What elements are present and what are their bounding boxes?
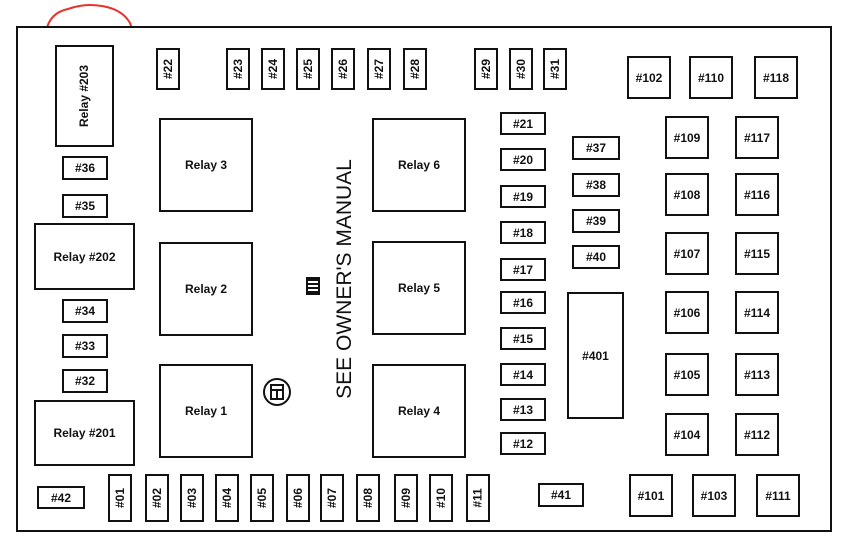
relay-401[interactable]: #401: [567, 292, 624, 419]
fuse-13[interactable]: #13: [500, 398, 546, 421]
relay-1[interactable]: Relay 1: [159, 364, 253, 458]
fuse-18[interactable]: #18: [500, 221, 546, 244]
fuse-06[interactable]: #06: [286, 474, 310, 522]
fuse-37[interactable]: #37: [572, 136, 620, 160]
fuse-105[interactable]: #105: [665, 353, 709, 396]
fuse-02[interactable]: #02: [145, 474, 169, 522]
fuse-102[interactable]: #102: [627, 56, 671, 99]
fuse-39[interactable]: #39: [572, 209, 620, 233]
fuse-103[interactable]: #103: [692, 474, 736, 517]
relay-202[interactable]: Relay #202: [34, 223, 135, 290]
fuse-16[interactable]: #16: [500, 291, 546, 314]
fuse-116[interactable]: #116: [735, 173, 779, 216]
fuse-12[interactable]: #12: [500, 432, 546, 455]
fuse-113[interactable]: #113: [735, 353, 779, 396]
fuse-04[interactable]: #04: [215, 474, 239, 522]
fuse-24[interactable]: #24: [261, 48, 285, 90]
fuse-07[interactable]: #07: [320, 474, 344, 522]
fuse-15[interactable]: #15: [500, 327, 546, 350]
fuse-117[interactable]: #117: [735, 116, 779, 159]
fuse-28[interactable]: #28: [403, 48, 427, 90]
fuse-110[interactable]: #110: [689, 56, 733, 99]
relay-201[interactable]: Relay #201: [34, 400, 135, 466]
fuse-05[interactable]: #05: [250, 474, 274, 522]
fuse-31[interactable]: #31: [543, 48, 567, 90]
relay-2[interactable]: Relay 2: [159, 242, 253, 336]
fuse-40[interactable]: #40: [572, 245, 620, 269]
fuse-35[interactable]: #35: [62, 194, 108, 218]
fuse-23[interactable]: #23: [226, 48, 250, 90]
fuse-19[interactable]: #19: [500, 185, 546, 208]
fuse-17[interactable]: #17: [500, 258, 546, 281]
fuse-03[interactable]: #03: [180, 474, 204, 522]
relay-5[interactable]: Relay 5: [372, 241, 466, 335]
fuse-42[interactable]: #42: [37, 486, 85, 509]
relay-3[interactable]: Relay 3: [159, 118, 253, 212]
fuse-104[interactable]: #104: [665, 413, 709, 456]
fuse-118[interactable]: #118: [754, 56, 798, 99]
fuse-38[interactable]: #38: [572, 173, 620, 197]
fuse-20[interactable]: #20: [500, 148, 546, 171]
relay-203-label: Relay #203: [77, 64, 92, 128]
fuse-114[interactable]: #114: [735, 291, 779, 334]
relay-203[interactable]: Relay #203: [55, 45, 114, 147]
fuse-115[interactable]: #115: [735, 232, 779, 275]
fuse-10[interactable]: #10: [429, 474, 453, 522]
fuse-107[interactable]: #107: [665, 232, 709, 275]
fuse-11[interactable]: #11: [466, 474, 490, 522]
fuse-29[interactable]: #29: [474, 48, 498, 90]
relay-6[interactable]: Relay 6: [372, 118, 466, 212]
fuse-21[interactable]: #21: [500, 112, 546, 135]
fuse-41[interactable]: #41: [538, 483, 584, 507]
fuse-36[interactable]: #36: [62, 156, 108, 180]
fuse-09[interactable]: #09: [394, 474, 418, 522]
vent-icon: [306, 277, 320, 295]
fuse-22[interactable]: #22: [156, 48, 180, 90]
fuse-33[interactable]: #33: [62, 334, 108, 358]
fuse-101[interactable]: #101: [629, 474, 673, 517]
fuse-108[interactable]: #108: [665, 173, 709, 216]
fuse-puller-icon: [263, 378, 291, 406]
fuse-106[interactable]: #106: [665, 291, 709, 334]
fuse-27[interactable]: #27: [367, 48, 391, 90]
fuse-14[interactable]: #14: [500, 363, 546, 386]
relay-4[interactable]: Relay 4: [372, 364, 466, 458]
fuse-34[interactable]: #34: [62, 299, 108, 323]
fuse-109[interactable]: #109: [665, 116, 709, 159]
fuse-08[interactable]: #08: [356, 474, 380, 522]
fuse-111[interactable]: #111: [756, 474, 800, 517]
fuse-26[interactable]: #26: [331, 48, 355, 90]
fuse-32[interactable]: #32: [62, 369, 108, 393]
fuse-01[interactable]: #01: [108, 474, 132, 522]
fuse-30[interactable]: #30: [509, 48, 533, 90]
fuse-25[interactable]: #25: [296, 48, 320, 90]
fuse-112[interactable]: #112: [735, 413, 779, 456]
owners-manual-text: SEE OWNER'S MANUAL: [333, 159, 356, 399]
